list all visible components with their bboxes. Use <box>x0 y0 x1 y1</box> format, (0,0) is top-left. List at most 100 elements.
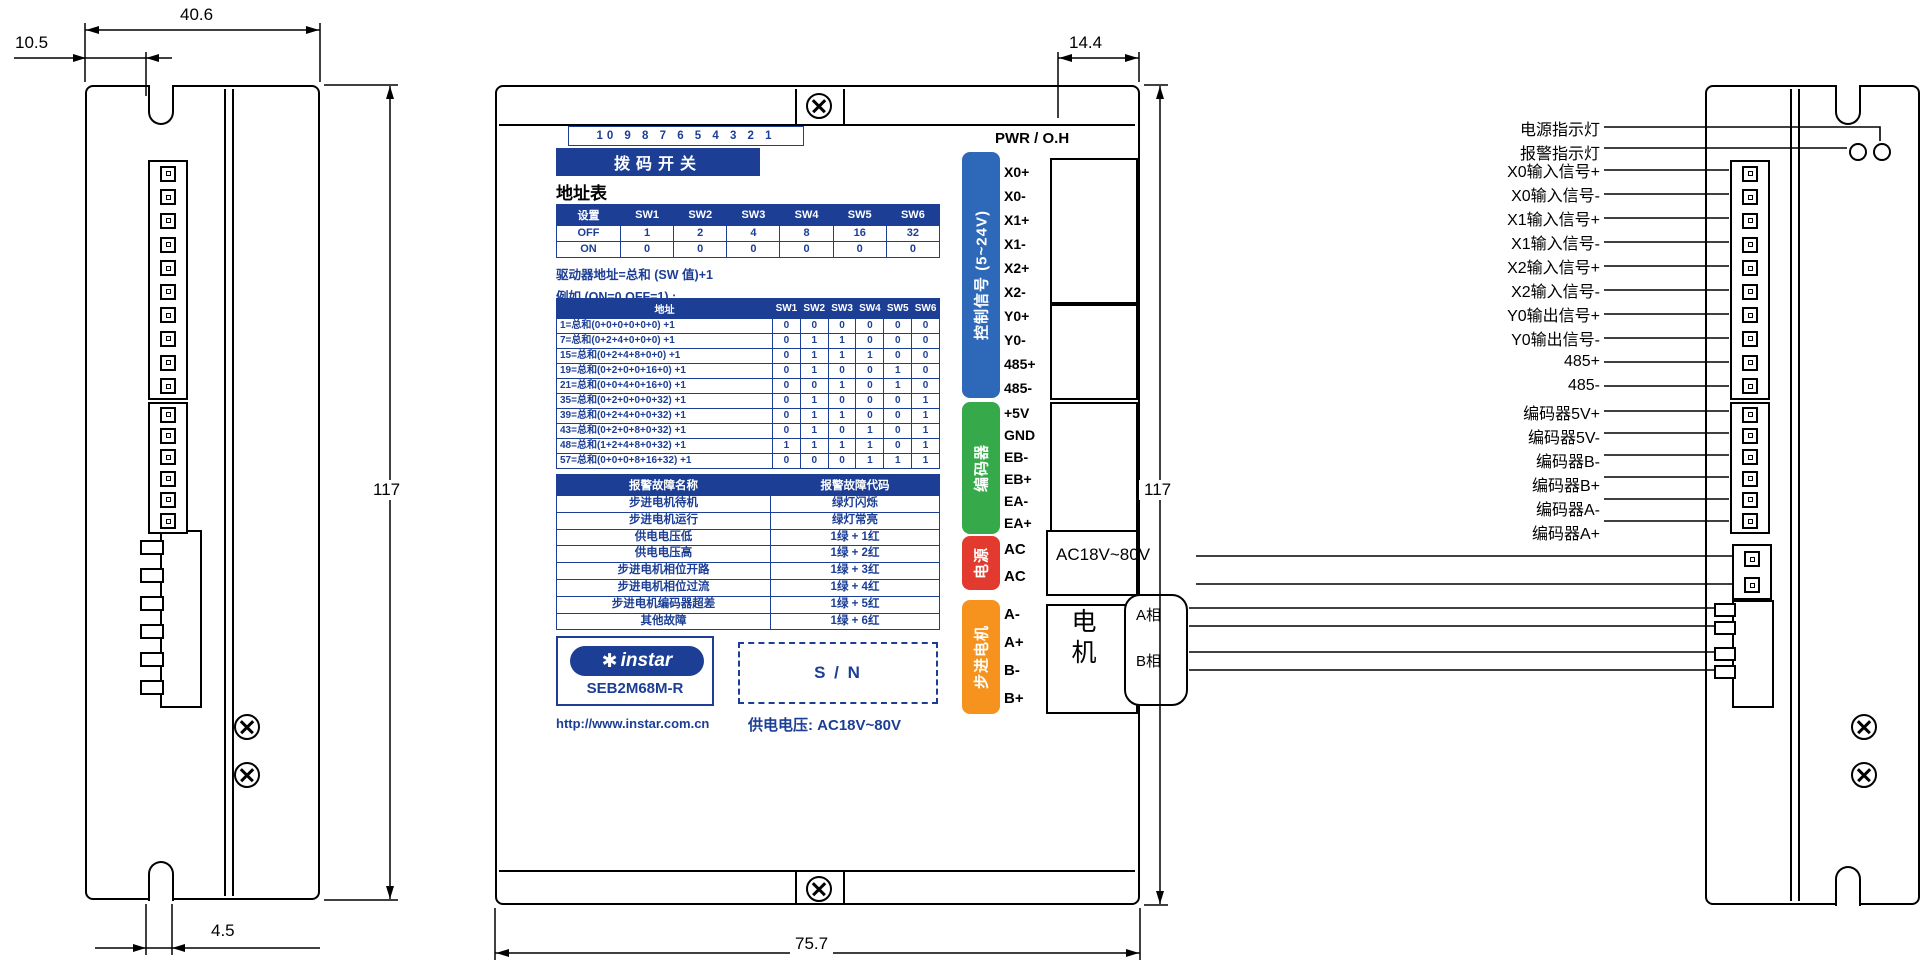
encoder-wire-labels: 编码器5V+编码器5V-编码器B-编码器B+编码器A-编码器A+ <box>1330 400 1600 543</box>
encoder-housing <box>1050 402 1138 534</box>
dim-bottom-slot-width: 4.5 <box>206 921 240 941</box>
table-cell: 1 <box>911 453 940 469</box>
table-cell: 其他故障 <box>556 612 771 631</box>
table-cell: 0 <box>883 318 913 334</box>
pin-label: Y0- <box>1004 332 1026 348</box>
column-header: 设置 <box>556 204 621 226</box>
right-side-view <box>1705 84 1920 906</box>
column-header: SW4 <box>779 204 834 226</box>
mounting-screw-bottom <box>806 876 832 902</box>
table-cell: 0 <box>911 333 940 349</box>
power-indicator-led <box>1849 143 1867 161</box>
connector-pin <box>1742 283 1758 300</box>
table-cell: 1=总和(0+0+0+0+0+0) +1 <box>556 318 773 334</box>
wire-label: X0输入信号+ <box>1507 164 1600 181</box>
motor-connector-body <box>1732 600 1774 708</box>
column-header: 报警故障名称 <box>556 474 771 496</box>
table-cell: 1绿 + 6红 <box>770 612 940 631</box>
control-signal-strip: 控制信号 (5~24V) <box>962 152 1000 398</box>
pin-label: X0- <box>1004 188 1026 204</box>
connector-pin <box>1742 406 1758 423</box>
pin-label: EB+ <box>1004 471 1032 487</box>
connector-pin <box>160 260 176 277</box>
mounting-slot-bottom <box>1835 865 1861 906</box>
wire-label: 报警指示灯 <box>1519 146 1600 163</box>
phase-a-label: A相 <box>1136 607 1162 624</box>
serial-number-box: S / N <box>738 642 938 704</box>
pin-label: X2+ <box>1004 260 1030 276</box>
table-cell: 1 <box>827 333 857 349</box>
supply-voltage-label: 供电电压: AC18V~80V <box>748 717 901 734</box>
table-cell: 0 <box>911 378 940 394</box>
table-cell: 0 <box>855 318 885 334</box>
pin-label: EA- <box>1004 493 1029 509</box>
table-cell: 19=总和(0+2+0+0+16+0) +1 <box>556 363 773 379</box>
connector-pin <box>1742 212 1758 229</box>
connector-pin <box>160 330 176 347</box>
dim-top-right-offset: 14.4 <box>1064 33 1108 53</box>
pin-label: X1+ <box>1004 212 1030 228</box>
table-cell: 0 <box>883 333 913 349</box>
indicator-labels: 电源指示灯报警指示灯 <box>1330 116 1600 163</box>
connector-pin <box>1742 378 1758 395</box>
table-cell: 步进电机运行 <box>556 511 771 530</box>
pin-label: AC <box>1004 568 1026 585</box>
dip-switch-numbers: 10 9 8 7 6 5 4 3 2 1 <box>568 126 804 146</box>
column-header: 报警故障代码 <box>770 474 940 496</box>
table-cell: 1绿 + 3红 <box>770 562 940 580</box>
table-cell: 0 <box>883 438 913 454</box>
control-y-pin-labels: Y0+Y0-485+485- <box>1004 304 1048 400</box>
wire-label: 485+ <box>1563 353 1600 370</box>
wire-label: Y0输出信号- <box>1511 332 1600 349</box>
control-x-housing <box>1050 158 1138 304</box>
control-x-pin-labels: X0+X0-X1+X1-X2+X2- <box>1004 160 1048 304</box>
table-cell: 0 <box>855 363 885 379</box>
dim-left-height: 117 <box>368 480 406 500</box>
table-cell: 0 <box>855 378 885 394</box>
control-y-housing <box>1050 304 1138 400</box>
table-cell: 15=总和(0+2+4+8+0+0) +1 <box>556 348 773 364</box>
table-cell: 0 <box>827 453 857 469</box>
table-cell: 0 <box>883 408 913 424</box>
table-cell: 供电电压低 <box>556 528 771 547</box>
wire-label: 编码器B+ <box>1531 478 1600 495</box>
table-cell: 绿灯闪烁 <box>770 495 940 513</box>
wire-label: X0输入信号- <box>1511 188 1600 205</box>
table-cell: 1 <box>883 378 913 394</box>
mounting-slot-top <box>1835 84 1861 125</box>
encoder-label: 编码器 <box>973 443 991 493</box>
power-housing <box>1046 530 1138 596</box>
column-header: SW1 <box>772 298 801 319</box>
input-signal-labels: X0输入信号+X0输入信号-X1输入信号+X1输入信号-X2输入信号+X2输入信… <box>1330 158 1600 302</box>
table-cell: 1 <box>799 423 829 439</box>
dim-slot-offset: 10.5 <box>10 33 54 53</box>
ac-power-connector <box>1732 544 1772 600</box>
output-signal-labels: Y0输出信号+Y0输出信号-485+485- <box>1330 302 1600 398</box>
column-header: SW2 <box>673 204 728 226</box>
table-cell: 1 <box>799 333 829 349</box>
connector-pin <box>1742 354 1758 371</box>
connector-pin <box>1744 551 1760 567</box>
connector-pin <box>160 406 176 423</box>
connector-pin <box>160 165 176 182</box>
bottom-tab-edge <box>843 870 845 903</box>
connector-tooth <box>140 680 164 695</box>
connector-pin <box>1742 189 1758 206</box>
table-cell: 供电电压高 <box>556 545 771 564</box>
table-cell: 0 <box>772 363 801 379</box>
connector-pin <box>160 212 176 229</box>
table-cell: 1 <box>883 363 913 379</box>
mounting-slot-bottom <box>148 860 174 901</box>
